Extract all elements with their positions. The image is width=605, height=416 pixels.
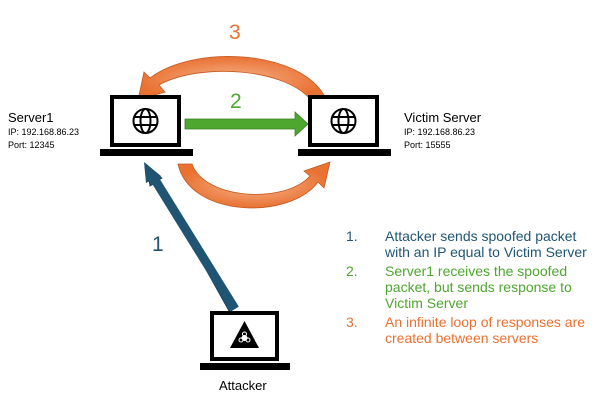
server1-port: Port: 12345 [8, 140, 55, 150]
globe-icon [132, 108, 159, 134]
attacker-name: Attacker [219, 378, 267, 393]
step1-arrow-shaft [148, 172, 239, 312]
list-item: 3. An infinite loop of responses are cre… [346, 314, 596, 346]
step-index: 3. [346, 314, 358, 330]
server1-name: Server1 [8, 110, 54, 125]
step2-arrow [184, 111, 309, 137]
list-item: 1. Attacker sends spoofed packet with an… [346, 228, 596, 260]
step3-number: 3 [229, 21, 241, 44]
server1-ip: IP: 192.168.86.23 [8, 127, 80, 137]
victim-ip: IP: 192.168.86.23 [404, 127, 476, 137]
list-item: 2. Server1 receives the spoofed packet, … [346, 263, 596, 311]
loop-arrow-bottom [177, 161, 331, 209]
server1-laptop [100, 95, 193, 156]
step-text: Server1 receives the spoofed packet, but… [385, 263, 572, 311]
step-text: An infinite loop of responses are create… [385, 314, 586, 346]
attacker-laptop [200, 311, 290, 370]
step-index: 1. [346, 228, 358, 244]
step1-number: 1 [152, 233, 164, 256]
victim-name: Victim Server [404, 110, 482, 125]
step-text: Attacker sends spoofed packet with an IP… [385, 228, 587, 260]
step-index: 2. [346, 263, 358, 279]
biohazard-icon [230, 321, 259, 348]
globe-icon [330, 108, 357, 134]
victim-port: Port: 15555 [404, 140, 451, 150]
step2-number: 2 [230, 90, 242, 113]
step1-arrow-head [144, 162, 161, 183]
steps-list: 1. Attacker sends spoofed packet with an… [346, 228, 596, 349]
victim-laptop [298, 95, 391, 156]
